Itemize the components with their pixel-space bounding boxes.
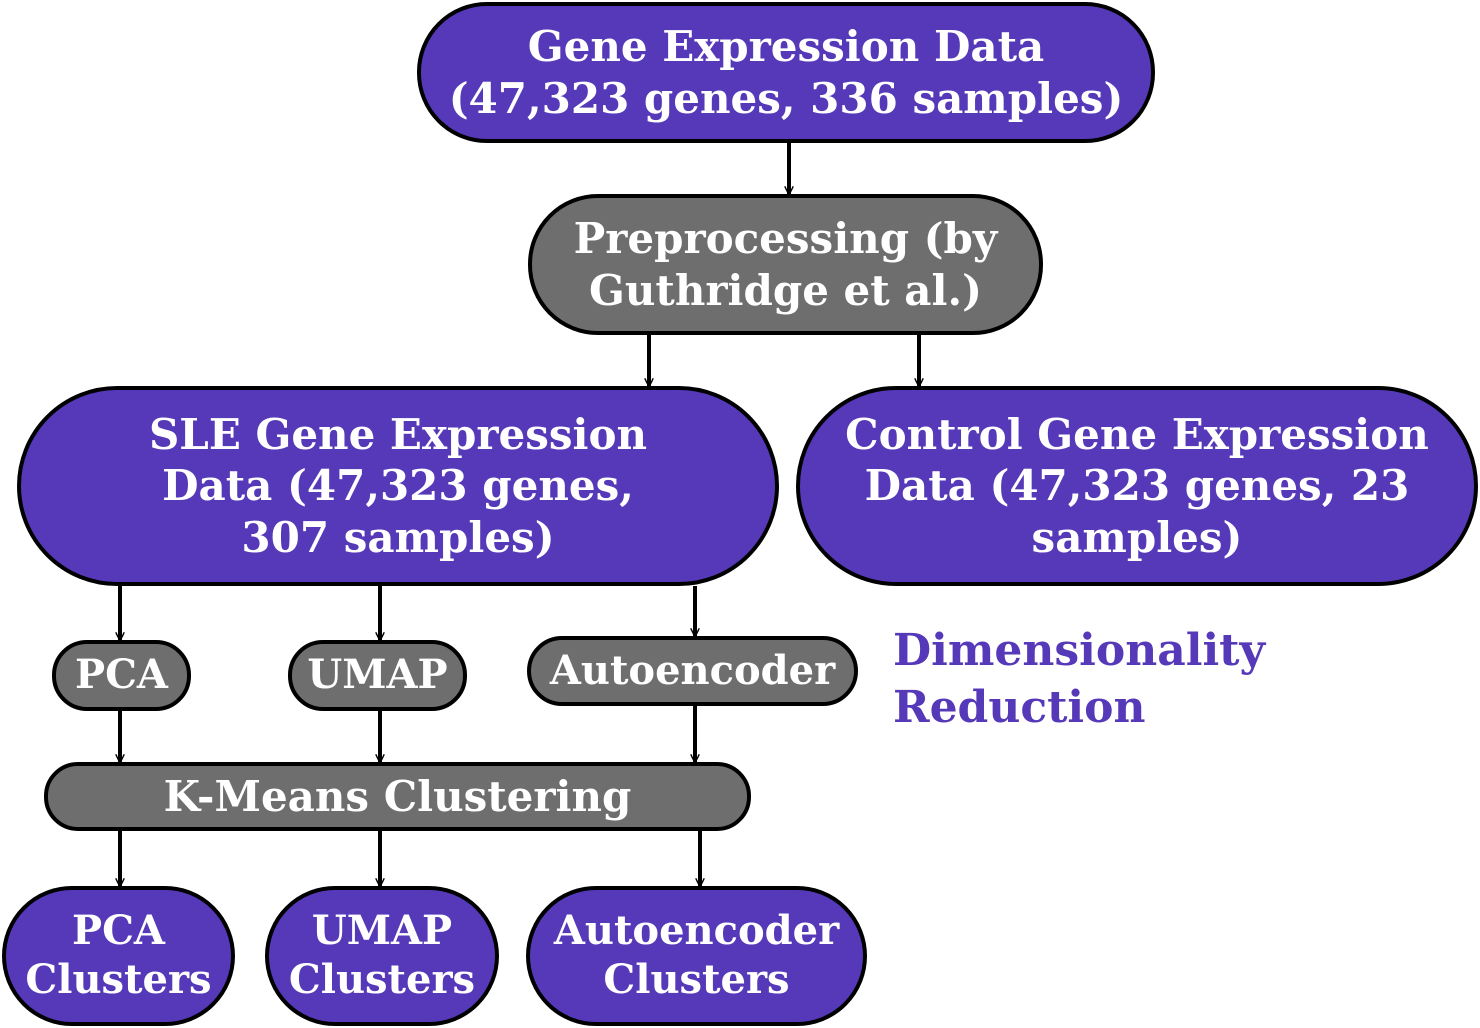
umap-clusters-node: UMAP Clusters: [265, 886, 499, 1026]
dimensionality-reduction-label: Dimensionality Reduction: [893, 625, 1266, 734]
kmeans-clustering-node: K-Means Clustering: [44, 762, 751, 831]
autoencoder-node: Autoencoder: [527, 636, 858, 706]
pca-clusters-node: PCA Clusters: [2, 886, 235, 1026]
autoencoder-clusters-node: Autoencoder Clusters: [526, 886, 867, 1026]
control-data-node: Control Gene Expression Data (47,323 gen…: [796, 386, 1478, 586]
preprocessing-node: Preprocessing (by Guthridge et al.): [528, 194, 1043, 335]
sle-data-node: SLE Gene Expression Data (47,323 genes, …: [17, 386, 779, 586]
pca-node: PCA: [52, 640, 191, 711]
umap-node: UMAP: [288, 640, 467, 711]
gene-expression-data-node: Gene Expression Data (47,323 genes, 336 …: [417, 2, 1155, 143]
